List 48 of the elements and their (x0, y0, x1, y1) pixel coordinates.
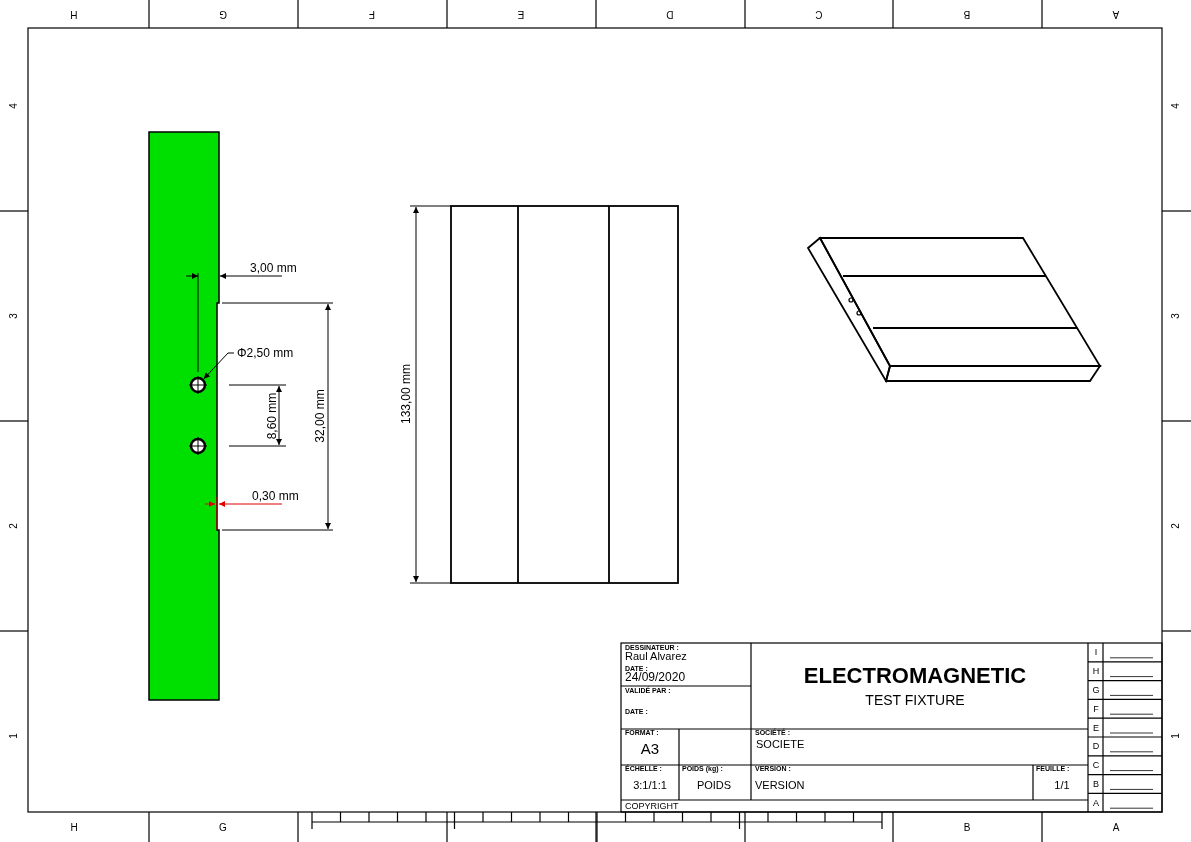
zone-letter: C (815, 9, 823, 19)
zone-letter: G (219, 823, 227, 833)
field-value: 1/1 (1054, 779, 1070, 791)
dimension-label: 133,00 mm (400, 364, 412, 424)
hole (188, 375, 208, 395)
field-value: SOCIETE (756, 738, 805, 750)
zone-number: 4 (1171, 103, 1181, 109)
field-value: POIDS (696, 779, 732, 791)
dimension-label: 32,00 mm (314, 389, 326, 443)
field-value: VERSION (755, 779, 805, 791)
field-value: 3:1/1:1 (633, 779, 667, 791)
zone-number: 1 (1171, 733, 1181, 739)
revision-letter: A (1093, 798, 1099, 808)
drawing-subtitle: TEST FIXTURE (865, 693, 965, 707)
zone-letter: A (1112, 823, 1120, 833)
leader-line (203, 352, 235, 380)
zone-number: 2 (1171, 523, 1181, 529)
zone-number: 4 (9, 103, 19, 109)
dimension-label: 0,30 mm (252, 490, 299, 502)
zone-number: 3 (1171, 313, 1181, 319)
revision-letter: H (1092, 666, 1100, 676)
zone-letter: B (963, 823, 971, 833)
zone-letter: E (517, 9, 525, 19)
revision-letter: G (1092, 685, 1100, 695)
field-label: COPYRIGHT (625, 801, 679, 811)
zone-letter: D (666, 9, 674, 19)
field-value: Raul Alvarez (625, 650, 687, 662)
revision-letter: C (1092, 760, 1100, 770)
zone-number: 3 (9, 313, 19, 319)
diameter-label: Φ2,50 mm (237, 347, 294, 359)
field-value: A3 (640, 740, 660, 756)
zone-letter: A (1112, 9, 1120, 19)
zone-letter: B (963, 9, 971, 19)
zone-number: 1 (9, 733, 19, 739)
zone-letter: H (70, 9, 78, 19)
zone-letter: F (368, 9, 376, 19)
revision-letter: B (1093, 779, 1099, 789)
drawing-title: ELECTROMAGNETIC (803, 665, 1027, 687)
revision-letter: D (1092, 741, 1100, 751)
zone-number: 2 (9, 523, 19, 529)
dimension-label: 8,60 mm (266, 392, 278, 440)
field-value: 24/09/2020 (625, 671, 686, 683)
revision-letter: I (1094, 647, 1098, 657)
zone-letter: G (219, 9, 227, 19)
revision-letter: E (1093, 723, 1099, 733)
revision-letter: F (1093, 704, 1099, 714)
zone-letter: H (70, 823, 78, 833)
dimension-label: 3,00 mm (250, 262, 297, 274)
